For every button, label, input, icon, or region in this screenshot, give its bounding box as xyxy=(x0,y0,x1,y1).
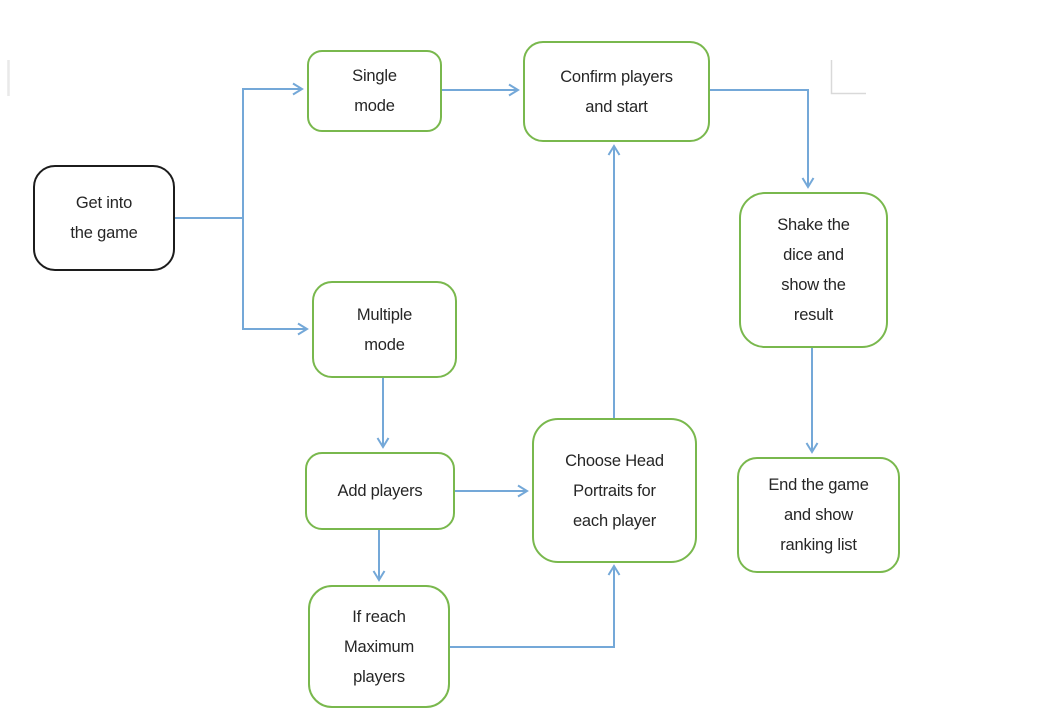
node-add-players-label: Add players xyxy=(337,482,423,500)
node-shake-dice-label: Shake the dice and show the result xyxy=(777,216,850,324)
node-add-players[interactable]: Add players xyxy=(305,452,455,530)
node-if-reach-max[interactable]: If reach Maximum players xyxy=(308,585,450,708)
connector-getintogame-to-multiplemode xyxy=(242,218,309,336)
node-shake-dice[interactable]: Shake the dice and show the result xyxy=(739,192,888,348)
node-end-game[interactable]: End the game and show ranking list xyxy=(737,457,900,573)
node-choose-portraits-label: Choose Head Portraits for each player xyxy=(565,451,664,530)
page-corner-mark xyxy=(830,60,866,95)
node-if-reach-max-label: If reach Maximum players xyxy=(343,607,415,686)
node-confirm-players-label: Confirm players and start xyxy=(560,67,673,116)
connector-getintogame-to-singlemode xyxy=(242,82,304,218)
connector-confirmplayers-to-shakedice xyxy=(710,89,815,189)
node-confirm-players[interactable]: Confirm players and start xyxy=(523,41,710,142)
node-multiple-mode-label: Multiple mode xyxy=(356,305,413,354)
node-multiple-mode[interactable]: Multiple mode xyxy=(312,281,457,378)
node-single-mode[interactable]: Single mode xyxy=(307,50,442,132)
node-get-into-game[interactable]: Get into the game xyxy=(33,165,175,271)
node-end-game-label: End the game and show ranking list xyxy=(768,476,869,554)
node-get-into-game-label: Get into the game xyxy=(70,194,138,242)
node-choose-portraits[interactable]: Choose Head Portraits for each player xyxy=(532,418,697,563)
connector-ifreachmax-to-chooseportraits xyxy=(450,564,621,648)
node-single-mode-label: Single mode xyxy=(352,67,397,115)
